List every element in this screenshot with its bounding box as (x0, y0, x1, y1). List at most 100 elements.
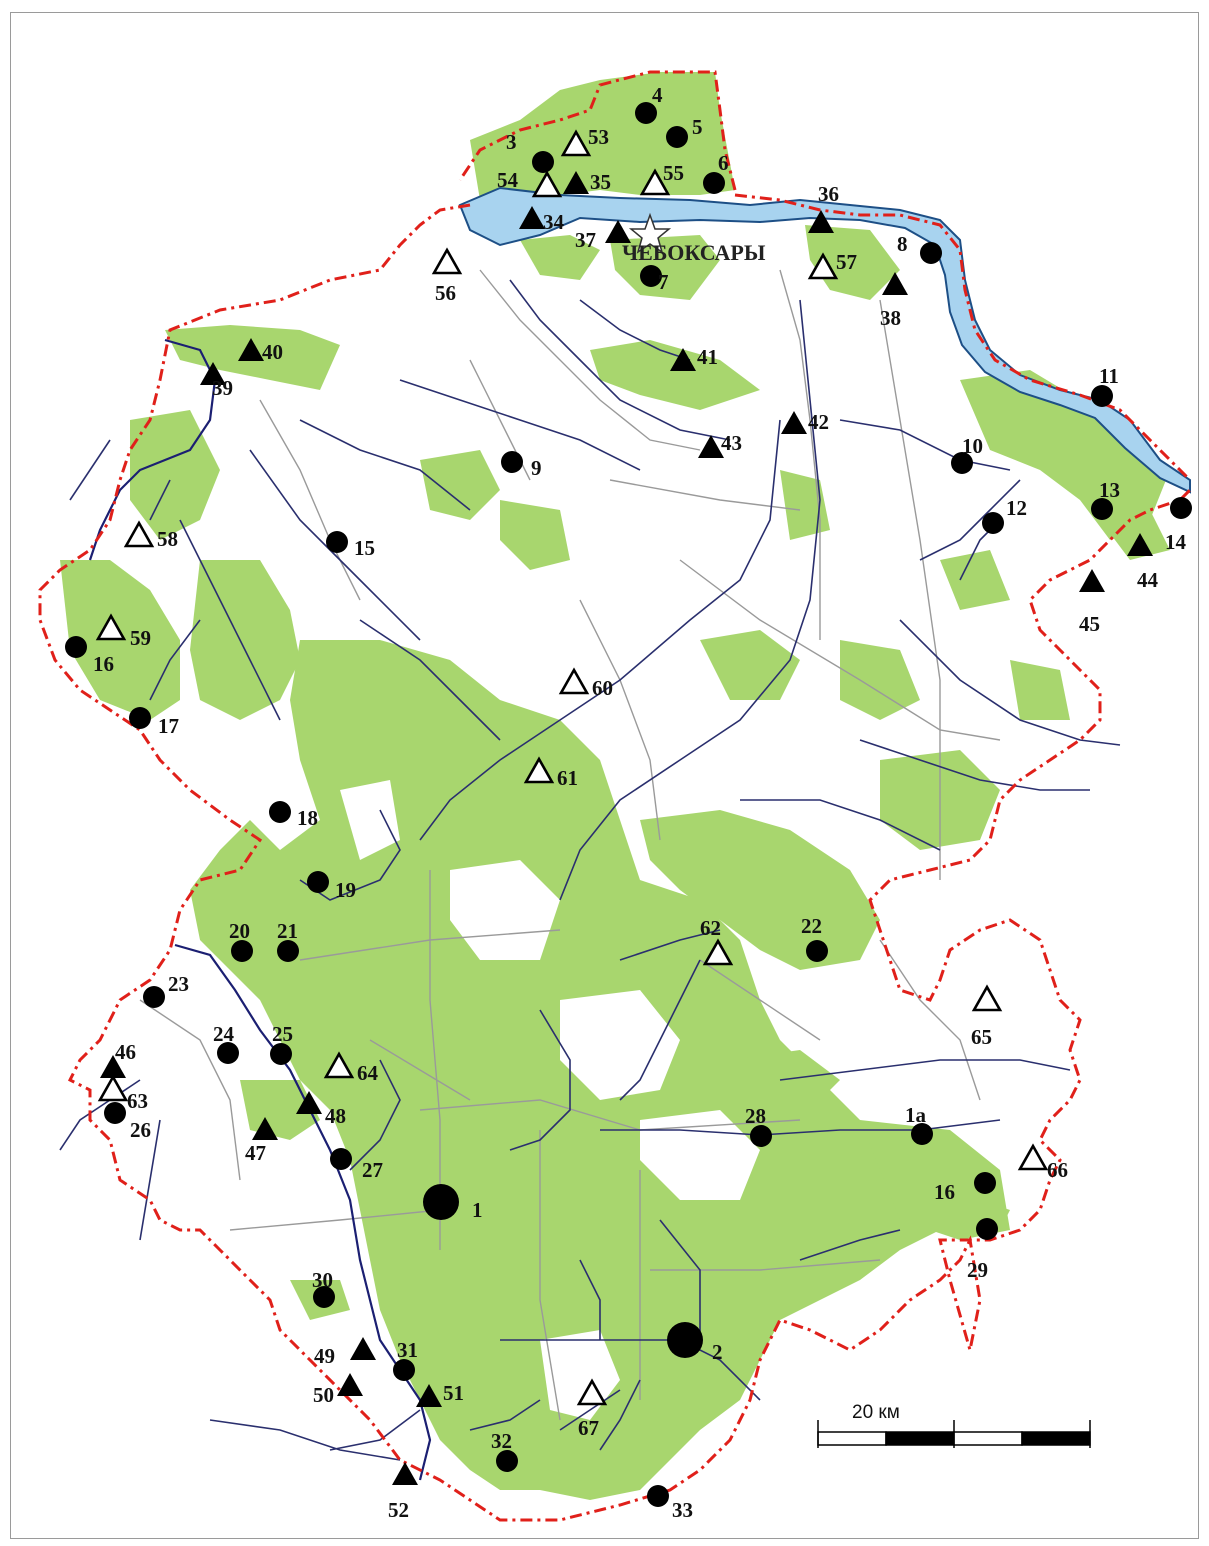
forest-area (1100, 510, 1170, 560)
forest-area (420, 450, 500, 520)
marker-label: 67 (578, 1416, 599, 1440)
marker-label: 36 (818, 182, 839, 206)
circle-marker (647, 1485, 669, 1507)
road (479, 269, 701, 451)
road (259, 399, 361, 601)
stream (799, 1229, 901, 1261)
road (879, 939, 981, 1101)
road (779, 269, 821, 640)
stream (579, 1259, 601, 1340)
marker-label: 9 (531, 456, 542, 480)
circle-marker (277, 940, 299, 962)
road (139, 999, 241, 1181)
open-triangle-marker (531, 170, 563, 198)
road (679, 559, 1001, 741)
marker-label: 22 (801, 914, 822, 938)
road (879, 299, 941, 880)
marker-label: 8 (897, 232, 908, 256)
marker-label: 54 (497, 168, 519, 192)
marker-label: 59 (130, 626, 151, 650)
marker-label: 57 (836, 250, 857, 274)
stream (59, 1079, 141, 1151)
stream (919, 479, 1021, 561)
circle-marker (532, 151, 554, 173)
marker-label: 12 (1006, 496, 1027, 520)
marker-label: 32 (491, 1429, 512, 1453)
forest-area (520, 235, 600, 280)
marker-label: 20 (229, 919, 250, 943)
star-icon (628, 212, 672, 254)
stream (349, 1059, 401, 1171)
marker-label: 61 (557, 766, 578, 790)
open-triangle-marker (431, 247, 463, 275)
circle-marker (313, 1286, 335, 1308)
open-triangle-marker (639, 168, 671, 196)
marker-label: 11 (1099, 364, 1119, 388)
marker-label: 27 (362, 1158, 383, 1182)
open-triangle-marker (971, 984, 1003, 1012)
forest-area (805, 225, 900, 300)
forest-area (240, 1080, 320, 1140)
circle-marker (976, 1218, 998, 1240)
stream (419, 419, 781, 841)
marker-label: 38 (880, 306, 901, 330)
marker-label: 66 (1047, 1158, 1068, 1182)
filled-triangle-marker (1127, 533, 1153, 556)
circle-marker (640, 265, 662, 287)
filled-triangle-marker (296, 1091, 322, 1114)
marker-label: 23 (168, 972, 189, 996)
marker-label: 29 (967, 1258, 988, 1282)
marker-label: 46 (115, 1040, 136, 1064)
stream (899, 619, 1121, 746)
stream (299, 419, 471, 511)
filled-triangle-marker (605, 220, 631, 243)
open-triangle-marker (95, 613, 127, 641)
marker-label: 50 (313, 1383, 334, 1407)
stream (329, 1409, 421, 1451)
scale-segment (817, 1431, 887, 1446)
circle-marker (330, 1148, 352, 1170)
stream (559, 1389, 621, 1431)
forest-areas (60, 72, 1170, 1500)
circle-marker (703, 172, 725, 194)
forest-area (840, 640, 920, 720)
stream (740, 799, 941, 851)
scale-segment (885, 1431, 955, 1446)
marker-label: 65 (971, 1025, 992, 1049)
forest-area (960, 370, 1170, 540)
road (609, 479, 801, 511)
stream (500, 1339, 761, 1401)
circle-marker (982, 512, 1004, 534)
marker-label: 43 (721, 431, 742, 455)
marker-label: 30 (312, 1268, 333, 1292)
marker-label: 4 (652, 83, 663, 107)
circle-marker (269, 801, 291, 823)
marker-label: 42 (808, 410, 829, 434)
road (369, 1039, 471, 1101)
circle-marker (326, 531, 348, 553)
border-line (38, 70, 1192, 1522)
circle-marker (231, 940, 253, 962)
filled-triangle-marker (238, 338, 264, 361)
city-label: ЧЕБОКСАРЫ (622, 240, 766, 265)
filled-triangle-marker (252, 1117, 278, 1140)
scale-segment (1021, 1431, 1091, 1446)
marker-label: 62 (700, 916, 721, 940)
filled-triangle-marker (882, 272, 908, 295)
stream (599, 1379, 641, 1451)
marker-label: 5 (692, 115, 703, 139)
stream (619, 929, 721, 961)
marker-label: 24 (213, 1022, 235, 1046)
scale-label: 20 км (852, 1402, 900, 1423)
circle-marker (1170, 497, 1192, 519)
stream (779, 1059, 1071, 1081)
circle-marker (667, 1322, 703, 1358)
filled-triangle-marker (781, 411, 807, 434)
circle-marker (65, 636, 87, 658)
forest-area (500, 500, 570, 570)
open-triangle-marker (123, 520, 155, 548)
stream (149, 619, 201, 701)
open-triangle-marker (1017, 1143, 1049, 1171)
marker-label: 56 (435, 281, 456, 305)
